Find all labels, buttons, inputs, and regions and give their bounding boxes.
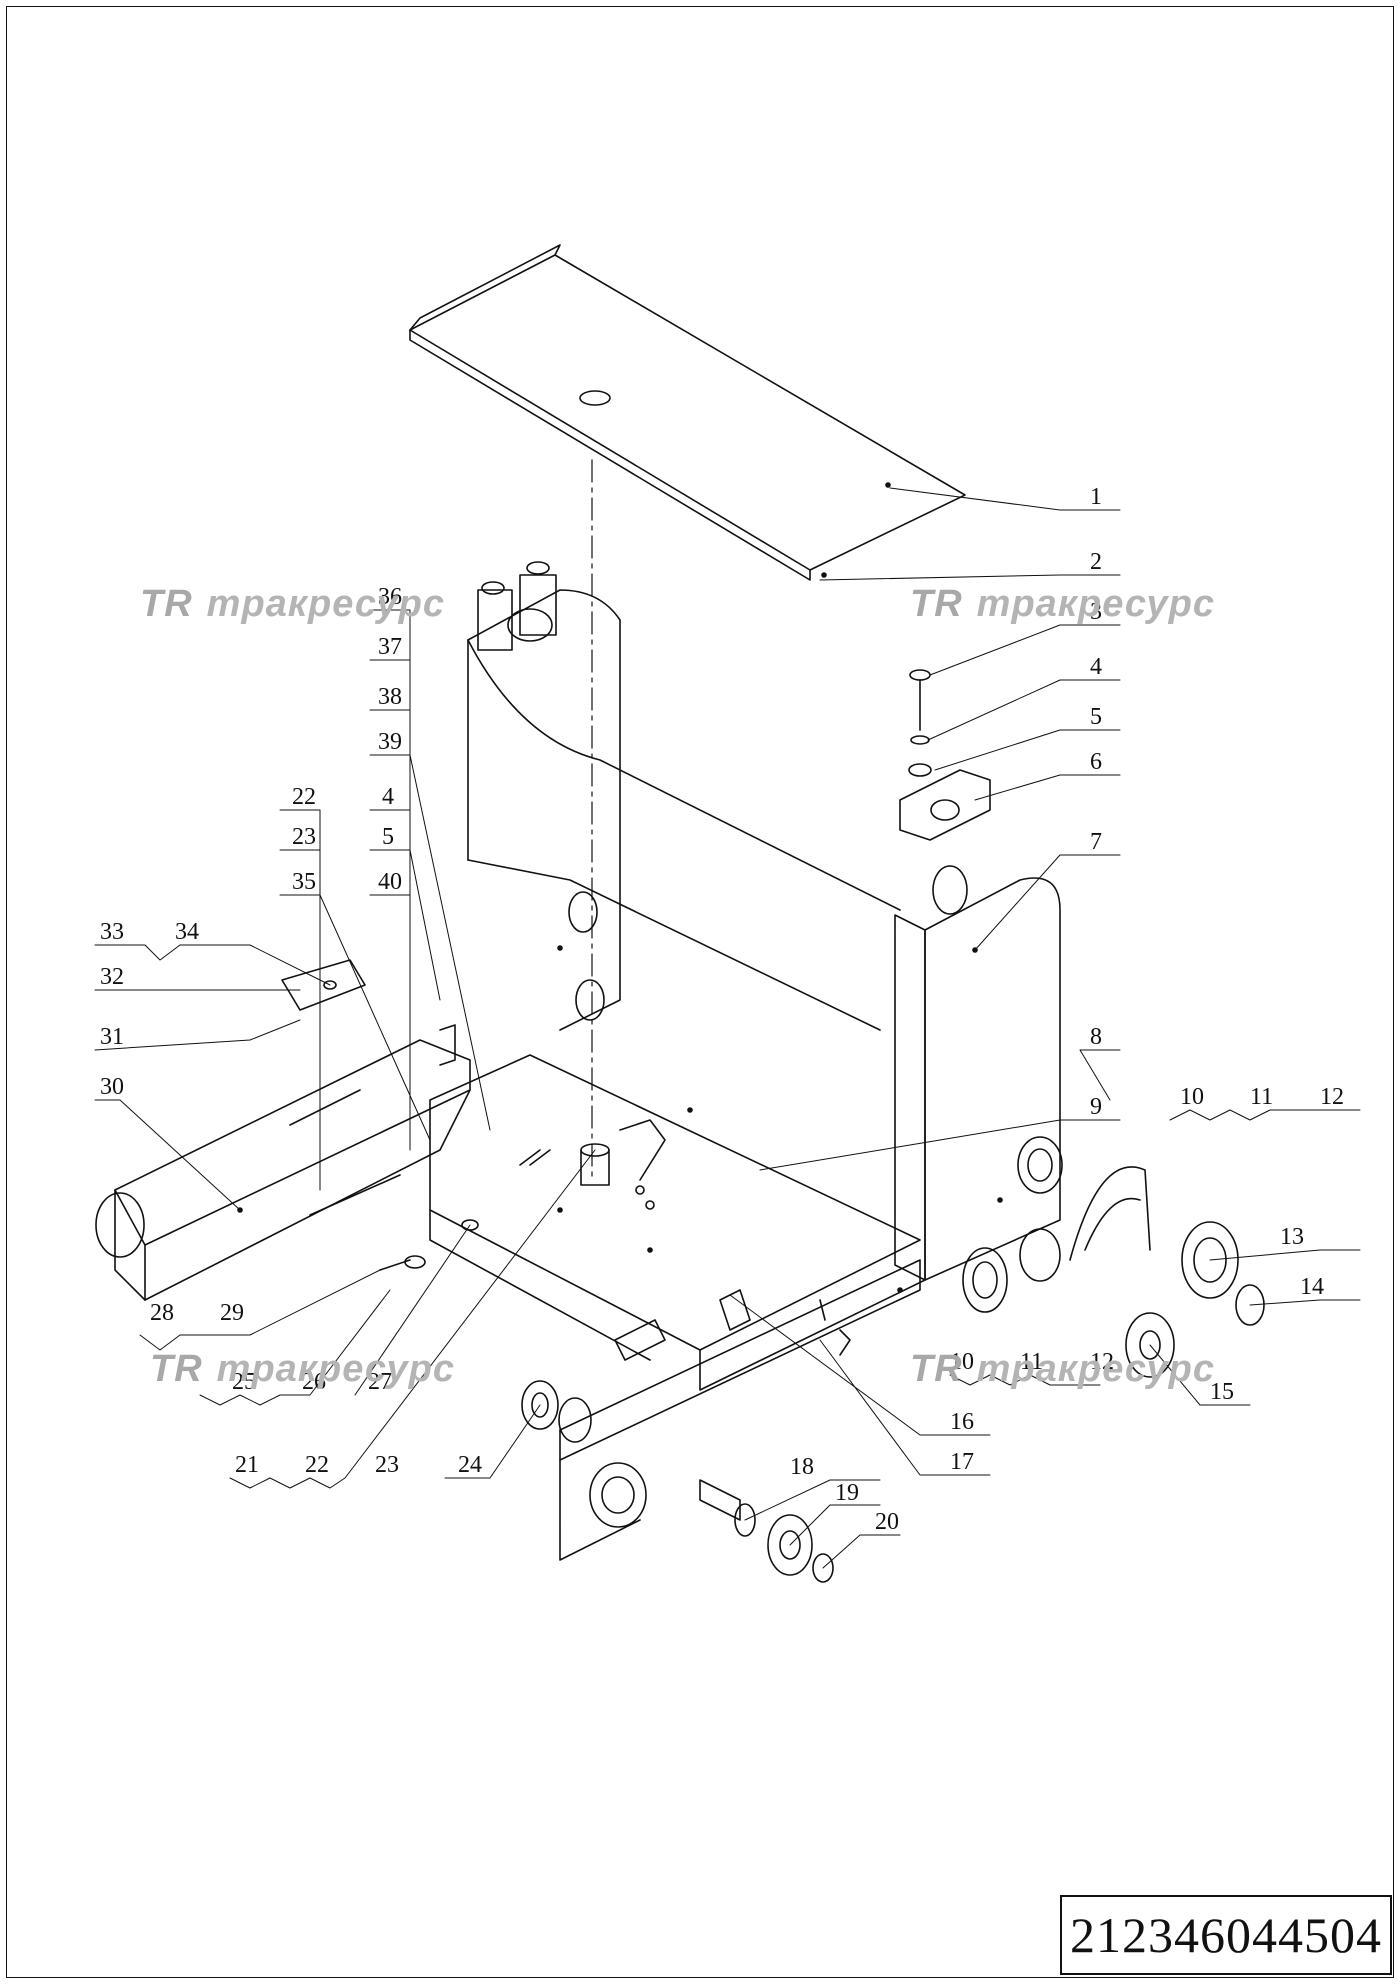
label-14: 14	[1300, 1274, 1324, 1300]
leader-lines	[94, 487, 1361, 1569]
label-1: 1	[1090, 484, 1102, 510]
drawing-frame	[6, 6, 1394, 1978]
label-5b: 5	[382, 824, 394, 850]
label-39: 39	[378, 729, 402, 755]
watermark-brand: тракресурс	[976, 583, 1215, 625]
top-cover-plate	[409, 244, 966, 581]
label-37: 37	[378, 634, 402, 660]
label-7: 7	[1090, 829, 1102, 855]
label-38: 38	[378, 684, 402, 710]
right-side-plate	[894, 865, 1061, 1281]
watermark-logo: TR	[140, 583, 193, 625]
upper-bolt-set	[899, 669, 991, 841]
label-23b: 23	[292, 824, 316, 850]
label-11: 11	[1250, 1084, 1273, 1110]
watermark-logo: TR	[910, 1348, 963, 1390]
watermark-4: TR тракресурс	[910, 1348, 1215, 1391]
label-33: 33	[100, 919, 124, 945]
base-frame	[429, 1054, 926, 1561]
label-36: 36	[378, 584, 402, 610]
right-bearings	[962, 1136, 1265, 1378]
label-6: 6	[1090, 749, 1102, 775]
label-20: 20	[875, 1509, 899, 1535]
label-26: 26	[302, 1369, 326, 1395]
label-11b: 11	[1020, 1349, 1043, 1375]
label-21: 21	[235, 1452, 259, 1478]
watermark-3: TR тракресурс	[150, 1348, 455, 1391]
label-12b: 12	[1090, 1349, 1114, 1375]
watermark-1: TR тракресурс	[140, 583, 445, 626]
label-34: 34	[175, 919, 199, 945]
part-number-box: 212346044504	[1060, 1895, 1392, 1975]
label-10b: 10	[950, 1349, 974, 1375]
swing-arm	[95, 1039, 471, 1301]
small-hardware	[281, 959, 851, 1361]
label-35: 35	[292, 869, 316, 895]
rear-upright-frame	[467, 561, 901, 1031]
label-16: 16	[950, 1409, 974, 1435]
label-4: 4	[1090, 654, 1102, 680]
watermark-logo: TR	[910, 583, 963, 625]
part-number: 212346044504	[1070, 1907, 1382, 1963]
label-23: 23	[375, 1452, 399, 1478]
label-31: 31	[100, 1024, 124, 1050]
label-18: 18	[790, 1454, 814, 1480]
label-22: 22	[305, 1452, 329, 1478]
label-19: 19	[835, 1480, 859, 1506]
label-17: 17	[950, 1449, 974, 1475]
label-32: 32	[100, 964, 124, 990]
label-27: 27	[368, 1369, 392, 1395]
label-8: 8	[1090, 1024, 1102, 1050]
label-40: 40	[378, 869, 402, 895]
label-2: 2	[1090, 549, 1102, 575]
label-25: 25	[232, 1369, 256, 1395]
label-3: 3	[1090, 599, 1102, 625]
label-5: 5	[1090, 704, 1102, 730]
label-12: 12	[1320, 1084, 1344, 1110]
label-28: 28	[150, 1300, 174, 1326]
label-15: 15	[1210, 1379, 1234, 1405]
bottom-shaft-parts	[521, 1380, 834, 1583]
label-24: 24	[458, 1452, 482, 1478]
label-9: 9	[1090, 1094, 1102, 1120]
label-22b: 22	[292, 784, 316, 810]
watermark-brand: тракресурс	[206, 583, 445, 625]
watermark-2: TR тракресурс	[910, 583, 1215, 626]
watermark-brand: тракресурс	[216, 1348, 455, 1390]
label-29: 29	[220, 1300, 244, 1326]
label-13: 13	[1280, 1224, 1304, 1250]
label-4b: 4	[382, 784, 394, 810]
watermark-brand: тракресурс	[976, 1348, 1215, 1390]
label-30: 30	[100, 1074, 124, 1100]
watermark-logo: TR	[150, 1348, 203, 1390]
label-10: 10	[1180, 1084, 1204, 1110]
